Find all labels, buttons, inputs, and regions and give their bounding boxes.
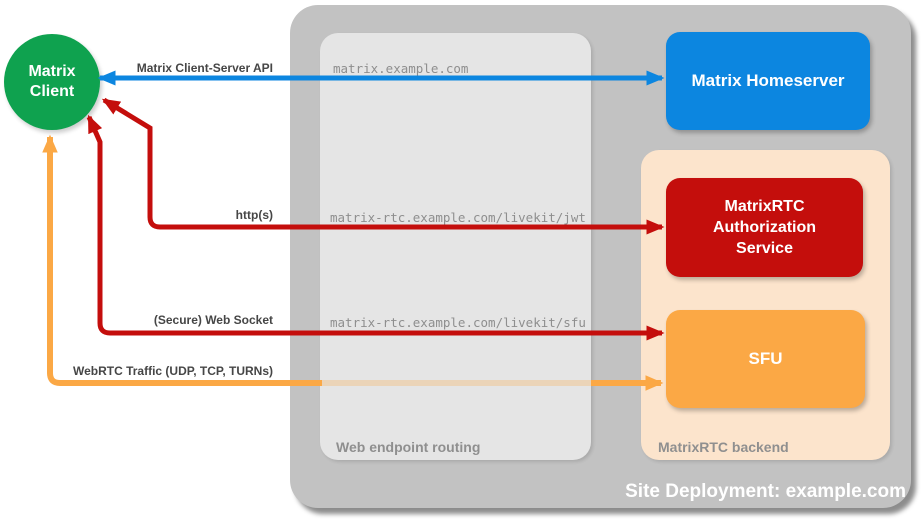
site-deployment-label: Site Deployment: example.com xyxy=(625,481,906,502)
node-sfu: SFU xyxy=(666,310,865,408)
sfu-label: SFU xyxy=(748,349,783,368)
node-matrixrtc-authorization-service: MatrixRTC Authorization Service xyxy=(666,178,863,277)
label-webrtc-traffic: WebRTC Traffic (UDP, TCP, TURNs) xyxy=(72,364,273,378)
route-livekit-sfu: matrix-rtc.example.com/livekit/sfu xyxy=(330,315,586,330)
node-matrix-client: Matrix Client xyxy=(4,34,100,130)
label-websocket: (Secure) Web Socket xyxy=(153,313,273,327)
route-matrix-example-com: matrix.example.com xyxy=(333,61,469,76)
auth-service-label: MatrixRTC Authorization Service xyxy=(712,198,817,257)
matrixrtc-backend-label: MatrixRTC backend xyxy=(658,439,789,455)
node-matrix-homeserver: Matrix Homeserver xyxy=(666,32,870,130)
arrow-webrtc-to-client xyxy=(42,134,322,386)
web-endpoint-routing-label: Web endpoint routing xyxy=(336,439,481,455)
label-https: http(s) xyxy=(235,208,273,222)
route-livekit-jwt: matrix-rtc.example.com/livekit/jwt xyxy=(330,210,586,225)
web-endpoint-routing-box xyxy=(320,33,591,460)
matrix-homeserver-label: Matrix Homeserver xyxy=(691,71,845,90)
matrix-client-label: Matrix Client xyxy=(28,63,76,100)
label-client-server-api: Matrix Client-Server API xyxy=(136,61,273,75)
